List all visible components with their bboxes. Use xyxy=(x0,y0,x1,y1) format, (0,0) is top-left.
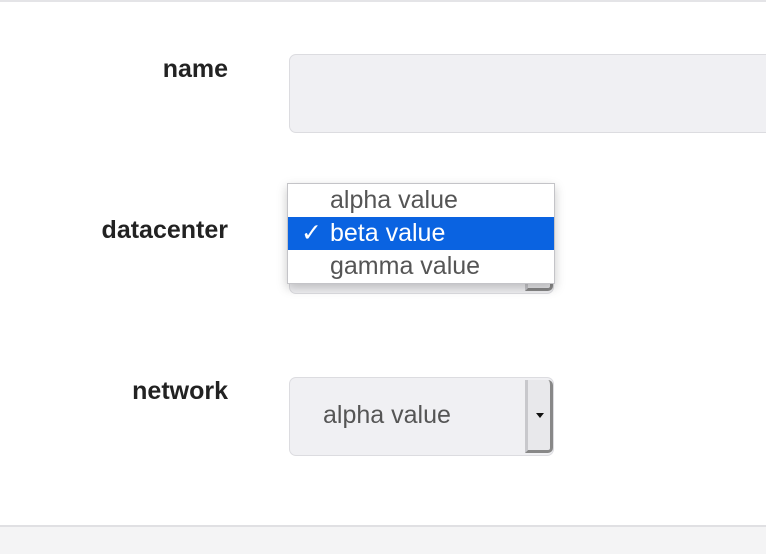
network-select[interactable]: alpha value xyxy=(289,377,554,456)
dropdown-option-beta[interactable]: ✓ beta value xyxy=(288,217,554,250)
dropdown-option-gamma[interactable]: gamma value xyxy=(288,250,554,283)
option-label: alpha value xyxy=(330,186,458,214)
datacenter-label: datacenter xyxy=(101,216,228,244)
dropdown-option-alpha[interactable]: alpha value xyxy=(288,184,554,217)
name-input[interactable] xyxy=(289,54,766,133)
name-label: name xyxy=(162,55,228,83)
network-select-value: alpha value xyxy=(323,401,451,429)
form-panel: name datacenter alpha value ✓ beta value… xyxy=(0,0,766,527)
option-label: gamma value xyxy=(330,252,481,280)
network-label: network xyxy=(132,377,228,405)
chevron-down-icon xyxy=(536,413,544,418)
datacenter-dropdown-menu: alpha value ✓ beta value gamma value xyxy=(287,183,555,284)
checkmark-icon: ✓ xyxy=(301,219,322,247)
option-label: beta value xyxy=(330,219,446,247)
network-dropdown-button[interactable] xyxy=(525,380,553,453)
